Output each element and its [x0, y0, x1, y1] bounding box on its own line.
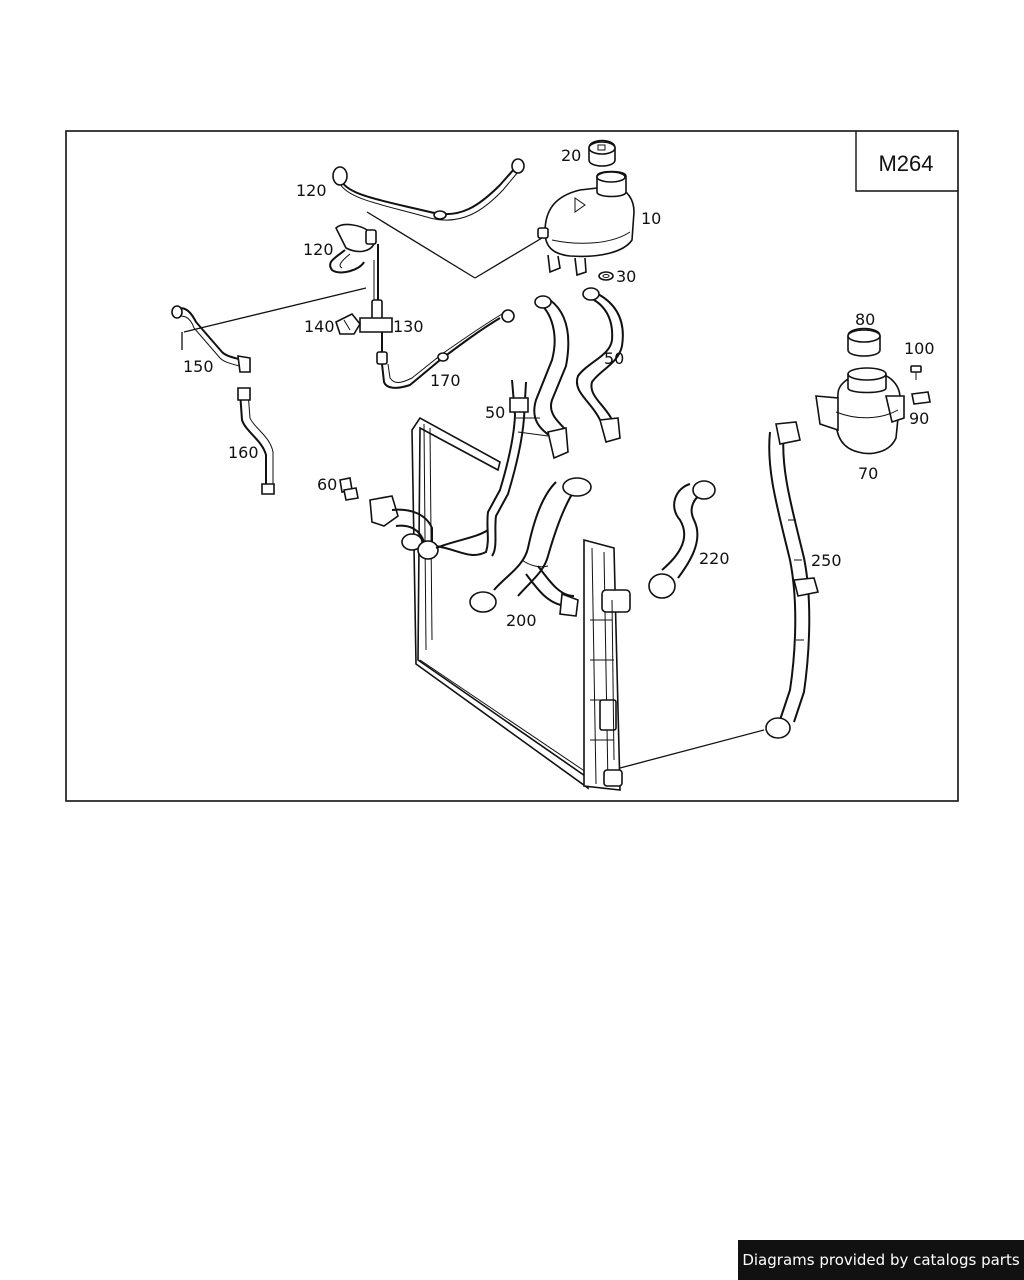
callout-90: 90 [909, 409, 929, 428]
callout-50-right: 50 [604, 349, 624, 368]
reservoir-70-part [815, 367, 905, 455]
callout-130: 130 [393, 317, 424, 336]
callout-30: 30 [616, 267, 636, 286]
radiator-hose-220-part [648, 480, 716, 599]
coolant-hose-50-right-part [575, 287, 624, 443]
radiator-hose-200-part [469, 477, 592, 617]
model-box: M264 [855, 131, 958, 192]
diagram-frame [65, 130, 959, 802]
callout-150: 150 [183, 357, 214, 376]
callout-140: 140 [304, 317, 335, 336]
callout-70: 70 [858, 464, 878, 483]
sensor-line-part [359, 244, 515, 389]
footer-credit: Diagrams provided by catalogs parts [738, 1240, 1024, 1280]
coolant-sensor-part [339, 477, 359, 501]
radiator-part [411, 416, 631, 791]
leader-lines [181, 211, 765, 769]
callout-labels: 20 10 30 120 120 140 130 150 170 50 50 1… [183, 146, 935, 630]
callout-10: 10 [641, 209, 661, 228]
vent-line-upper-part [332, 158, 525, 221]
callout-100: 100 [904, 339, 935, 358]
callout-120-upper: 120 [296, 181, 327, 200]
callout-160: 160 [228, 443, 259, 462]
callout-200: 200 [506, 611, 537, 630]
callout-20: 20 [561, 146, 581, 165]
model-code: M264 [878, 151, 933, 176]
expansion-tank-part [537, 170, 635, 277]
screw-part [910, 365, 922, 380]
small-hose-part [237, 387, 275, 495]
bracket-part [911, 391, 931, 405]
temperature-sensor-part [335, 312, 361, 335]
coolant-hose-250-part [765, 421, 820, 739]
reservoir-cap-part [847, 327, 881, 357]
callout-50-left: 50 [485, 403, 505, 422]
tank-cap-part [588, 139, 616, 167]
callout-60: 60 [317, 475, 337, 494]
seal-ring-part [598, 271, 614, 281]
callout-220: 220 [699, 549, 730, 568]
coolant-hose-50-left-part [435, 295, 570, 557]
callout-80: 80 [855, 310, 875, 329]
callout-170: 170 [430, 371, 461, 390]
vent-line-connector-part [329, 223, 377, 274]
callout-250: 250 [811, 551, 842, 570]
bleed-pipe-part [171, 305, 251, 373]
thermostat-housing-part [369, 495, 489, 560]
callout-120-lower: 120 [303, 240, 334, 259]
